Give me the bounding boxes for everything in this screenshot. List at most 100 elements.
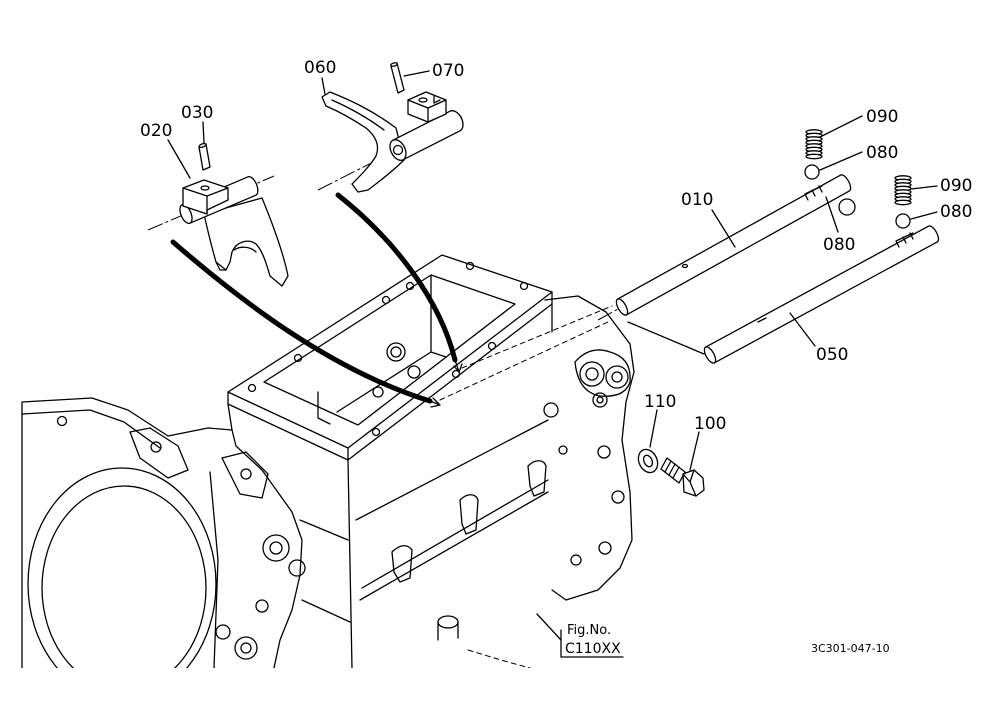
spring-coil bbox=[894, 199, 912, 206]
shaft-010-hole bbox=[681, 263, 689, 269]
fork-060-tube-end bbox=[389, 139, 407, 161]
fork-060-block-edges bbox=[407, 94, 447, 123]
spring-090-upper bbox=[805, 129, 823, 160]
bolt-hole bbox=[570, 554, 582, 566]
bell-housing-outline bbox=[21, 397, 303, 668]
callout-080-middle: 080 bbox=[823, 235, 855, 255]
fork-060-arm bbox=[321, 91, 405, 193]
bolt-100 bbox=[660, 457, 705, 497]
bolt-hole bbox=[543, 402, 559, 418]
bolt-100-shank bbox=[660, 457, 686, 484]
fork-020-block bbox=[182, 179, 229, 215]
fork-020-pin-hole bbox=[200, 185, 210, 191]
callout-labels: 060 070 030 020 090 080 010 090 080 080 … bbox=[140, 58, 972, 434]
flange-hole bbox=[405, 281, 415, 291]
rail-bore-inner bbox=[390, 346, 402, 358]
drain-boss-sides bbox=[437, 621, 459, 641]
callout-080-lower: 080 bbox=[940, 202, 972, 222]
housing-ear bbox=[221, 451, 269, 499]
callout-030: 030 bbox=[181, 103, 213, 123]
leader-line-090-upper bbox=[821, 115, 863, 137]
top-flange-thickness bbox=[227, 291, 553, 461]
bell-housing-opening bbox=[27, 467, 217, 668]
bolt-100-head-edges bbox=[682, 469, 697, 497]
fig-no-leader bbox=[536, 613, 624, 658]
callout-060: 060 bbox=[304, 58, 336, 78]
figure-reference: Fig.No. C110XX 3C301-047-10 bbox=[565, 623, 890, 657]
bell-housing-flange bbox=[21, 409, 161, 449]
leader-line-090-lower bbox=[910, 185, 938, 190]
fig-no-label: Fig.No. bbox=[567, 623, 611, 638]
bolt-hole bbox=[558, 445, 568, 455]
flange-hole bbox=[519, 281, 529, 291]
leader-line-060 bbox=[321, 77, 326, 95]
shift-fork-060 bbox=[321, 91, 464, 193]
callout-110: 110 bbox=[644, 392, 676, 412]
ball-080-upper bbox=[804, 164, 820, 180]
pin-070-body bbox=[390, 62, 405, 94]
flange-hole bbox=[247, 383, 257, 393]
internal-fin bbox=[391, 545, 413, 583]
rail-bore bbox=[386, 342, 406, 362]
fork-060-arm-ridge bbox=[331, 99, 385, 131]
housing-ear bbox=[129, 427, 189, 479]
hidden-rail-line bbox=[439, 321, 609, 401]
shaft-bore-inner bbox=[585, 367, 599, 381]
shaft-050-guide bbox=[627, 321, 705, 355]
fork-060-tube bbox=[392, 110, 464, 161]
shaft-050-detent-notches bbox=[895, 232, 914, 248]
leader-line-070 bbox=[403, 70, 430, 77]
shaft-050-mark bbox=[757, 317, 767, 323]
leader-line-020 bbox=[167, 139, 191, 179]
flange-hole bbox=[451, 369, 461, 379]
pin-070-end bbox=[390, 62, 398, 67]
shaft-050-body bbox=[705, 225, 940, 364]
top-flange-outer bbox=[227, 254, 553, 449]
shaft-bore bbox=[579, 361, 605, 387]
shift-shaft-050 bbox=[703, 225, 940, 364]
pin-030-end bbox=[198, 142, 207, 149]
leader-line-010 bbox=[711, 209, 736, 248]
callout-070: 070 bbox=[432, 61, 464, 81]
flange-hole bbox=[487, 341, 497, 351]
washer-110 bbox=[637, 448, 659, 474]
leader-lines bbox=[167, 70, 938, 658]
spring-090-lower bbox=[894, 175, 912, 206]
ball-080-lower bbox=[895, 213, 911, 229]
bolt-hole bbox=[598, 541, 612, 555]
hidden-bottom-line bbox=[467, 649, 531, 668]
callout-090-lower: 090 bbox=[940, 176, 972, 196]
leader-line-080-middle bbox=[825, 196, 839, 233]
bolt-hole bbox=[240, 468, 252, 480]
fork-060-bore bbox=[392, 144, 404, 156]
drain-boss bbox=[437, 615, 459, 629]
leader-line-080-lower bbox=[910, 211, 938, 220]
flange-hole bbox=[371, 427, 381, 437]
flange-hole bbox=[381, 295, 391, 305]
assembly-arrow-020 bbox=[170, 239, 433, 404]
washer-110-hole bbox=[642, 454, 654, 468]
bolt-hole bbox=[255, 599, 269, 613]
bolt-hole-inner bbox=[596, 396, 604, 404]
fork-060-pin-hole bbox=[418, 97, 428, 103]
shift-fork-020 bbox=[179, 176, 289, 287]
drawing-code: 3C301-047-10 bbox=[811, 642, 890, 655]
transmission-housing bbox=[21, 254, 635, 668]
rail-bore bbox=[407, 365, 421, 379]
leader-line-030 bbox=[202, 121, 205, 144]
leader-line-080-upper bbox=[819, 151, 863, 171]
shaft-010-detent-notches bbox=[804, 185, 823, 201]
bolt-hole bbox=[56, 415, 68, 427]
hidden-rail-line bbox=[461, 305, 613, 369]
flange-hole bbox=[465, 261, 475, 271]
assembly-arrow-060 bbox=[335, 192, 458, 363]
shaft-010-axis bbox=[597, 308, 619, 321]
case-front-edge bbox=[299, 303, 553, 668]
shaft-050-end bbox=[703, 346, 717, 364]
ball-080-middle bbox=[838, 198, 856, 216]
shaft-bore bbox=[605, 365, 629, 389]
bolt-hole bbox=[611, 490, 625, 504]
bolt-100-thread bbox=[664, 460, 680, 479]
boss bbox=[262, 534, 290, 562]
